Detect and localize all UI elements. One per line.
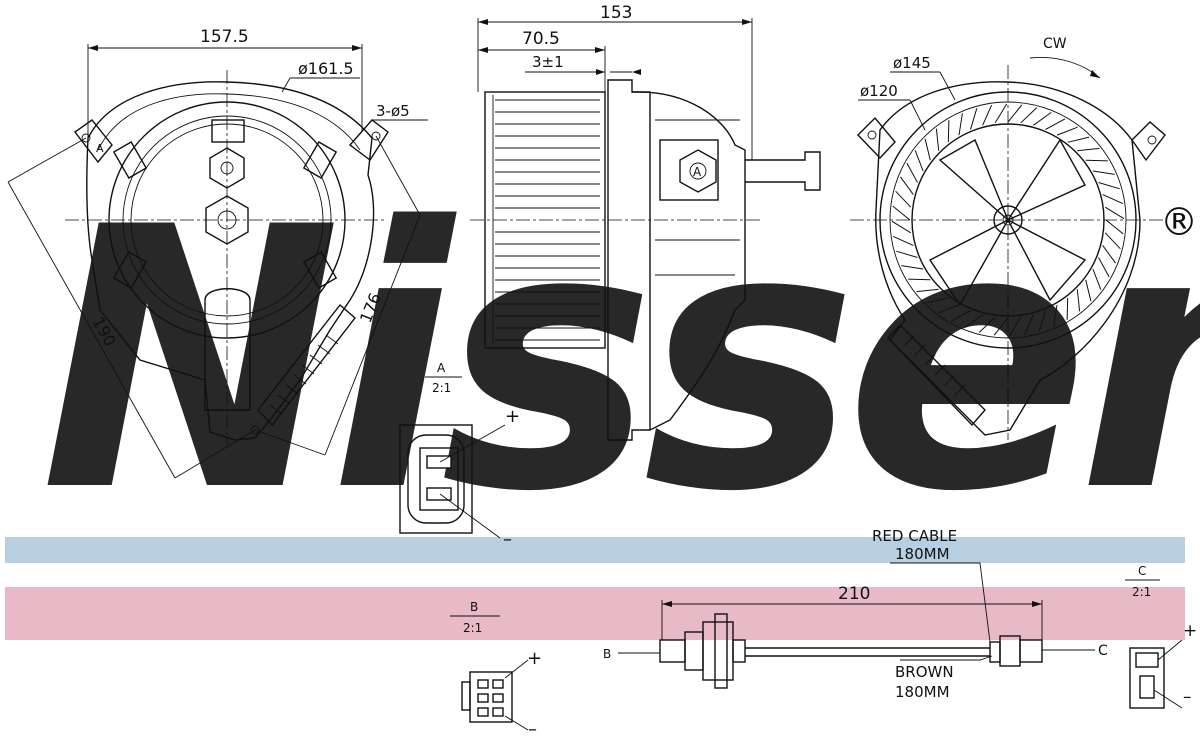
side-detail-ref: A [693,165,702,179]
impeller-blade [924,138,931,161]
impeller-blade [1085,159,1108,162]
rear-outer-diameter: ø145 [893,54,931,72]
rear-inner-diameter: ø120 [860,82,898,100]
impeller-blade [895,190,912,208]
detail-a: A 2:1 + – [399,361,520,550]
detail-c-title: C [1138,564,1146,578]
impeller-blade [1104,232,1121,250]
detail-c: C 2:1 + – [1125,564,1197,709]
front-diameter-dim: ø161.5 [298,59,354,78]
impeller-blade [914,150,924,172]
impeller-blades [891,103,1125,337]
detail-a-scale: 2:1 [432,381,451,395]
impeller-blade [926,297,949,304]
impeller-blade [1085,279,1092,302]
impeller-blade [1077,147,1100,152]
impeller-blade [891,220,912,234]
impeller-blade [892,235,914,246]
pink-band [5,587,1185,640]
red-cable-length: 180MM [895,545,950,563]
impeller-blade [916,288,939,293]
detail-b-title: B [470,600,478,614]
impeller-blade [1092,268,1102,290]
detail-c-scale: 2:1 [1132,585,1151,599]
impeller-blade [1066,297,1069,320]
impeller-blade [964,314,983,329]
impeller-blade [1033,111,1052,126]
impeller-blade [899,176,914,195]
impeller-blade [935,128,940,151]
cable-end-b: B [603,647,611,661]
impeller-blade [1102,245,1117,264]
cable-assembly: B C 210 RED CABLE 180MM BROWN 180MM [603,527,1108,701]
impeller-blade [1076,289,1081,312]
detail-b: B 2:1 + – [450,600,542,740]
impeller-blade [982,104,993,126]
impeller-blade [908,278,931,281]
cable-end-c: C [1098,643,1108,659]
impeller-blade [1104,206,1125,220]
cable-length-dim: 210 [838,584,870,604]
detail-a-plus: + [505,406,520,427]
red-cable-label: RED CABLE [872,527,957,545]
impeller-blade [896,250,918,258]
impeller-blade [1008,316,1022,337]
impeller-blade [947,120,950,143]
brown-cable-length: 180MM [895,683,950,701]
side-view: A 153 70.5 3±1 [470,3,821,441]
impeller-blade [1102,194,1124,205]
impeller-blade [993,317,1009,336]
impeller-blade [1053,304,1058,327]
impeller-blade [1056,126,1078,136]
impeller-blade [906,162,918,183]
impeller-blade [978,316,996,333]
front-holes-dim: 3-ø5 [376,102,410,120]
impeller-blade [901,265,924,270]
impeller-blade [994,103,1008,124]
registered-mark: ® [1160,200,1198,244]
impeller-blade [1098,182,1120,190]
front-detail-ref: A [96,142,104,155]
detail-b-plus: + [527,648,542,669]
front-width-dim: 157.5 [200,27,249,47]
side-tolerance-dim: 3±1 [532,53,564,71]
impeller-blade [958,113,963,136]
impeller-blade [970,108,978,130]
detail-b-minus: – [528,719,537,740]
impeller-blade [892,205,911,221]
impeller-blade [1105,219,1124,235]
impeller-blade [1007,104,1023,123]
brown-cable-label: BROWN [895,663,954,681]
side-depth-dim: 70.5 [522,29,560,49]
impeller-blade [950,310,971,322]
impeller-blade [1067,136,1090,143]
brand-watermark: Nissens [40,151,1200,570]
impeller-blade [1023,314,1034,336]
rear-rotation-label: CW [1043,36,1067,52]
side-overall-dim: 153 [600,3,632,23]
impeller-blade [1045,118,1066,130]
rear-view: CW ø145 ø120 [850,36,1166,440]
detail-a-title: A [437,361,446,375]
impeller-blade [1038,310,1046,332]
impeller-blade [1098,257,1110,278]
detail-a-minus: – [503,529,512,550]
detail-c-plus: + [1183,621,1197,641]
impeller-blade [1092,170,1115,175]
impeller-blade [1020,107,1038,124]
detail-c-minus: – [1183,687,1192,707]
blue-band [5,537,1185,563]
impeller-blade [938,304,960,314]
detail-b-scale: 2:1 [463,621,482,635]
